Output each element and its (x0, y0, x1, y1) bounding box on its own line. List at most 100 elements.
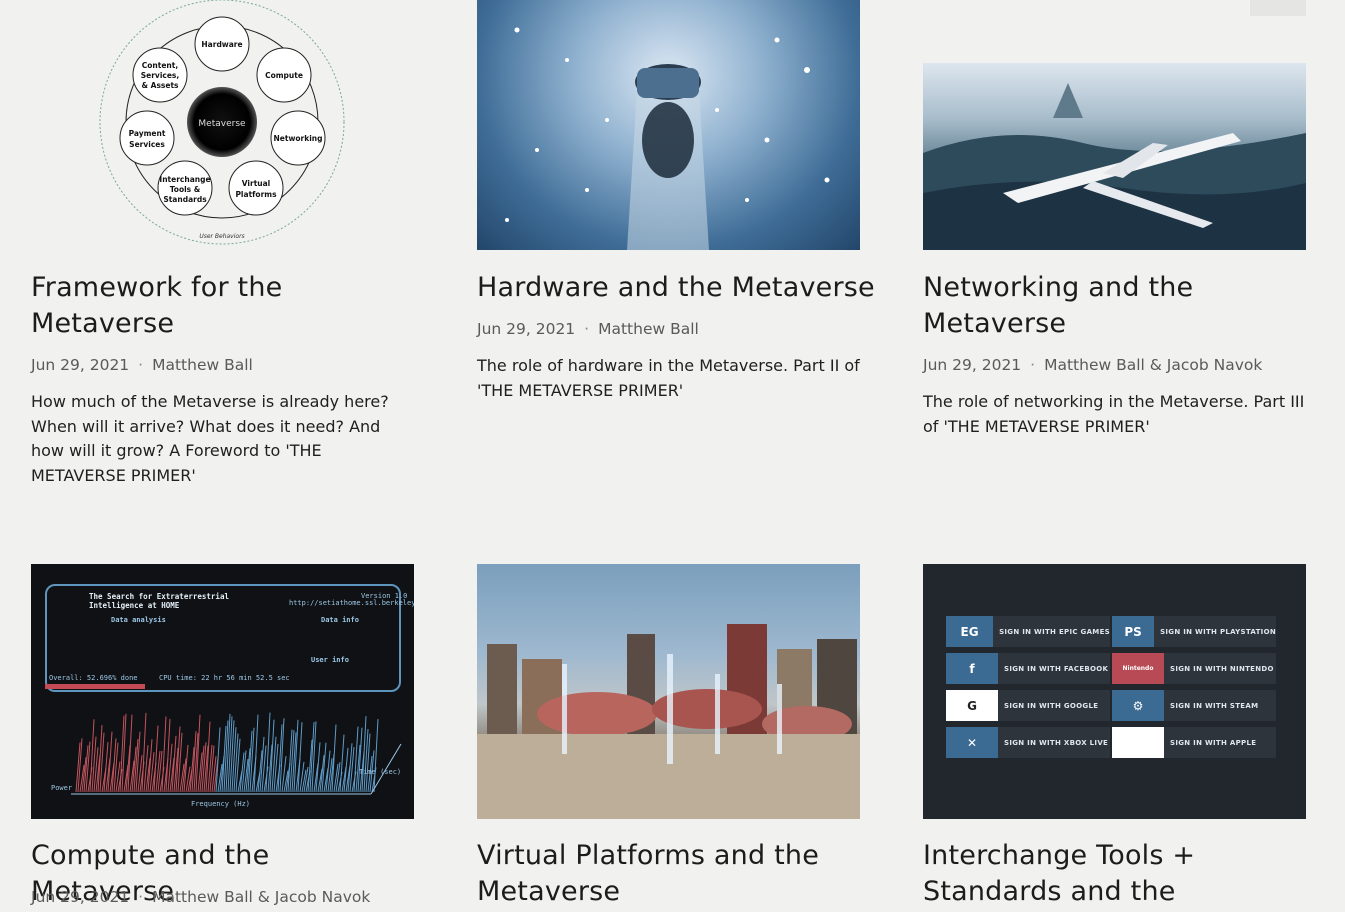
spectrum-spike (363, 728, 369, 793)
signin-button[interactable]: ⚙ SIGN IN WITH STEAM (1112, 690, 1276, 721)
spectrum-spike (333, 763, 339, 793)
diagram-center-label: Metaverse (198, 119, 246, 129)
seti-data-info: Data info (321, 616, 359, 624)
spectrum-spike (149, 752, 155, 793)
virtual-platforms-thumbnail[interactable] (477, 564, 860, 819)
diagram-node-hardware: Hardware (201, 40, 242, 49)
spectrum-spike (349, 747, 355, 793)
card-title-hardware[interactable]: Hardware and the Metaverse (477, 272, 875, 303)
steam-icon: ⚙ (1112, 690, 1164, 721)
spectrum-spike (313, 763, 319, 793)
card-author[interactable]: Matthew Ball (152, 356, 253, 374)
epic-games-icon: EG (946, 616, 994, 647)
spectrum-spike (91, 736, 97, 793)
card-author[interactable]: Matthew Ball & Jacob Navok (1044, 356, 1263, 374)
spectrum-spike (209, 745, 215, 793)
spectrum-spike (155, 750, 161, 793)
spectrum-spike (279, 718, 285, 793)
spectrum-spike (165, 718, 171, 793)
spectrum-spike (319, 755, 325, 793)
signin-label: SIGN IN WITH XBOX LIVE (1004, 738, 1109, 747)
spectrum-spike (253, 714, 259, 793)
spectrum-spike (97, 725, 103, 793)
card-title-compute[interactable]: Compute and the Metaverse (31, 840, 270, 907)
spectrum-spike (145, 757, 151, 793)
card-author[interactable]: Matthew Ball (598, 320, 699, 338)
spectrum-spike (125, 745, 131, 793)
seti-power-label: Power (51, 784, 73, 792)
vr-headset-image (505, 27, 830, 250)
spectrum-spike (193, 733, 199, 793)
hardware-thumbnail[interactable] (477, 0, 860, 250)
scroll-artifact (1250, 0, 1306, 16)
spectrum-spike (215, 727, 221, 793)
spectrum-spike (205, 721, 211, 793)
svg-text:Platforms: Platforms (235, 190, 277, 199)
spectrum-spike (83, 745, 89, 793)
spectrum-spike (283, 770, 289, 793)
spectrum-spike (153, 725, 159, 793)
spectrum-spike (167, 743, 173, 793)
card-title-interchange[interactable]: Interchange Tools + Standards and the (923, 840, 1196, 907)
card-author[interactable]: Matthew Ball & Jacob Navok (152, 888, 371, 906)
card-title-virtual-platforms[interactable]: Virtual Platforms and the Metaverse (477, 840, 820, 907)
spectrum-spike (329, 754, 335, 793)
card-meta-hardware: Jun 29, 2021·Matthew Ball (477, 320, 699, 338)
spectrum-spike (79, 764, 85, 793)
card-description-hardware: The role of hardware in the Metaverse. P… (477, 356, 860, 400)
spectrum-spike (267, 744, 273, 793)
spectrum-spike (135, 731, 141, 793)
card-title-framework[interactable]: Framework for the Metaverse (31, 272, 283, 339)
spectrum-spike (265, 712, 271, 793)
signin-label: SIGN IN WITH APPLE (1170, 738, 1257, 747)
diagram-node-virtual: Virtual (242, 179, 271, 188)
signin-button[interactable]: ✕SIGN IN WITH XBOX LIVE (946, 727, 1110, 758)
spectrum-spike (373, 719, 379, 793)
spectrum-spike (241, 750, 247, 793)
spectrum-spike (231, 727, 237, 793)
spectrum-spike (315, 742, 321, 793)
spectrum-spike (233, 733, 239, 793)
seti-user-info: User info (311, 656, 349, 664)
svg-text:Tools &: Tools & (170, 185, 201, 194)
spectrum-spike (347, 743, 353, 793)
spectrum-spike (93, 747, 99, 793)
spectrum-spike (273, 743, 279, 793)
spectrum-spike (341, 766, 347, 793)
seti-title: The Search for Extraterrestrial Intellig… (89, 592, 229, 610)
spectrum-spike (75, 742, 81, 793)
spectrum-spike (281, 756, 287, 793)
nintendo-icon: Nintendo (1112, 653, 1164, 684)
diagram-node-payment: Payment (129, 129, 166, 138)
signin-label: SIGN IN WITH STEAM (1170, 701, 1259, 710)
spectrum-spike (271, 736, 277, 793)
spectrum-spike (357, 727, 363, 793)
spectrum-spike (367, 755, 373, 793)
networking-thumbnail[interactable] (923, 63, 1306, 250)
spectrum-spike (303, 767, 309, 793)
spectrum-spike (339, 734, 345, 793)
signin-label: SIGN IN WITH NINTENDO (1170, 664, 1274, 673)
signin-button[interactable]: SIGN IN WITH APPLE (1112, 727, 1276, 758)
card-meta-framework: Jun 29, 2021·Matthew Ball (31, 356, 253, 374)
spectrum-spike (119, 715, 125, 793)
signin-label: SIGN IN WITH PLAYSTATION (1160, 627, 1276, 636)
signin-label: SIGN IN WITH EPIC GAMES (999, 627, 1110, 636)
framework-thumbnail[interactable]: Metaverse Hardware Compute Networking Vi… (31, 0, 414, 250)
spectrum-spike (121, 713, 127, 793)
spectrum-spike (249, 727, 255, 793)
apple-icon (1112, 727, 1164, 758)
card-description-framework: How much of the Metaverse is already her… (31, 392, 389, 485)
seti-panel (45, 584, 401, 692)
card-title-networking[interactable]: Networking and the Metaverse (923, 272, 1194, 339)
signin-button[interactable]: Nintendo SIGN IN WITH NINTENDO (1112, 653, 1276, 684)
spectrum-spike (223, 720, 229, 793)
compute-thumbnail[interactable]: The Search for Extraterrestrial Intellig… (31, 564, 414, 819)
spectrum-spike (353, 726, 359, 793)
signin-button[interactable]: EG SIGN IN WITH EPIC GAMES (946, 616, 1110, 647)
spectrum-spike (175, 726, 181, 793)
